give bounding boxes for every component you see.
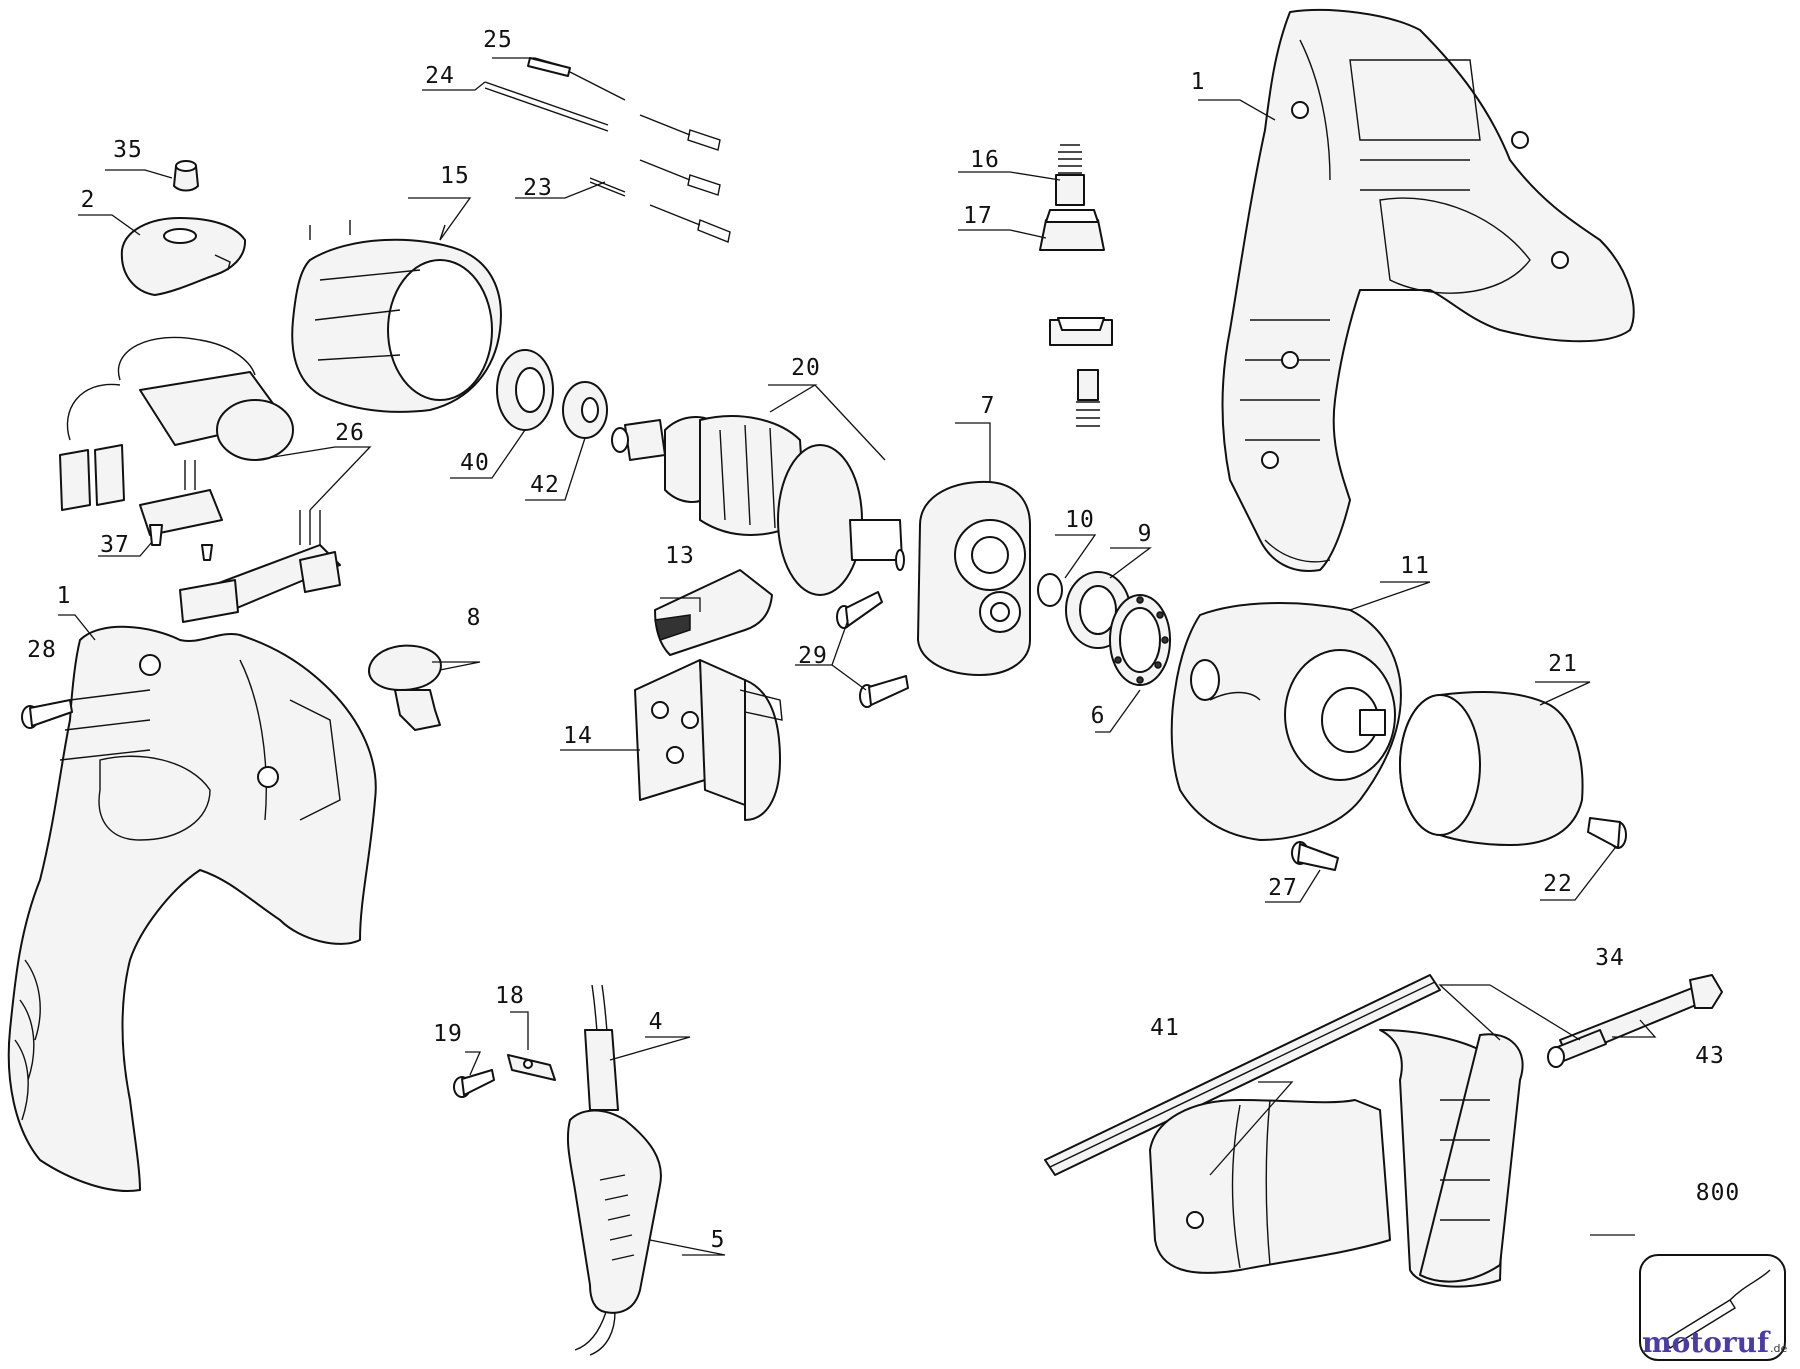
housing-half-right: [1221, 9, 1635, 572]
callout-8: 8: [466, 605, 482, 631]
callout-37: 37: [100, 532, 130, 558]
watermark-suffix: .de: [1770, 1342, 1787, 1355]
callout-9: 9: [1137, 521, 1153, 547]
callout-11: 11: [1400, 553, 1430, 579]
part-800-kit-inset: [1639, 1254, 1786, 1361]
wires-23-24-25: [484, 57, 731, 243]
callout-21: 21: [1548, 651, 1578, 677]
callout-1-left-housing: 1: [56, 583, 72, 609]
part-20-armature: [611, 415, 905, 596]
part-18-cord-clamp: [507, 1054, 556, 1081]
part-41-depth-rod: [1044, 974, 1441, 1176]
callout-1-right-housing: 1: [1190, 69, 1206, 95]
callout-10: 10: [1065, 507, 1095, 533]
callout-16: 16: [970, 147, 1000, 173]
part-37-screw: [149, 524, 213, 561]
callout-42: 42: [530, 472, 560, 498]
part-21-chuck: [1399, 691, 1584, 846]
housing-half-left: [7, 625, 377, 1192]
part-26-electronics: [59, 336, 341, 623]
part-35-knob: [173, 160, 199, 192]
part-5-strain-relief: [566, 1109, 662, 1356]
callout-20: 20: [791, 355, 821, 381]
callout-35: 35: [113, 137, 143, 163]
callout-800: 800: [1695, 1180, 1741, 1206]
callout-40: 40: [460, 450, 490, 476]
callout-43: 43: [1695, 1043, 1725, 1069]
part-16-brush-spring: [1055, 144, 1085, 206]
callout-4: 4: [648, 1009, 664, 1035]
part-11-gear-case: [1170, 602, 1402, 841]
screw-28: [21, 699, 73, 729]
callout-41: 41: [1150, 1015, 1180, 1041]
motoruf-watermark: motoruf .de: [1642, 1326, 1787, 1359]
callout-14: 14: [563, 723, 593, 749]
part-17-brush-holder: [1039, 209, 1105, 251]
part-8-selector: [368, 644, 442, 731]
part-4-power-cord: [584, 984, 619, 1111]
part-7-plate: [917, 480, 1031, 676]
watermark-brand: motoruf: [1642, 1326, 1771, 1359]
callout-25: 25: [483, 27, 513, 53]
part-34-side-handle: [1149, 1029, 1524, 1288]
part-10-ring: [1037, 573, 1063, 607]
part-40-bearing: [496, 349, 554, 431]
callout-6: 6: [1090, 703, 1106, 729]
callout-23: 23: [523, 175, 553, 201]
part-2-cover: [120, 217, 247, 296]
callout-22: 22: [1543, 871, 1573, 897]
callout-17: 17: [963, 203, 993, 229]
screw-22: [1587, 817, 1627, 849]
callout-7: 7: [980, 393, 996, 419]
screws-29: [836, 591, 909, 708]
screw-27: [1291, 841, 1339, 871]
part-43-bolt: [1547, 974, 1723, 1068]
callout-28: 28: [27, 637, 57, 663]
screw-19: [453, 1069, 495, 1098]
leader-lines: [58, 57, 1657, 1256]
part-15-field-stator: [291, 220, 502, 413]
callout-2: 2: [80, 187, 96, 213]
callout-19: 19: [433, 1021, 463, 1047]
part-42-washer: [562, 381, 608, 439]
callout-13: 13: [665, 543, 695, 569]
part-14-trigger-switch: [634, 659, 783, 821]
callout-24: 24: [425, 63, 455, 89]
callout-5: 5: [710, 1227, 726, 1253]
callout-26: 26: [335, 420, 365, 446]
part-6-gasket: [1109, 594, 1171, 686]
callout-18: 18: [495, 983, 525, 1009]
brush-holder-lower: [1049, 317, 1113, 427]
part-13-switch-slider: [654, 569, 773, 656]
callout-29: 29: [798, 643, 828, 669]
callout-34: 34: [1595, 945, 1625, 971]
callout-27: 27: [1268, 875, 1298, 901]
callout-15: 15: [440, 163, 470, 189]
